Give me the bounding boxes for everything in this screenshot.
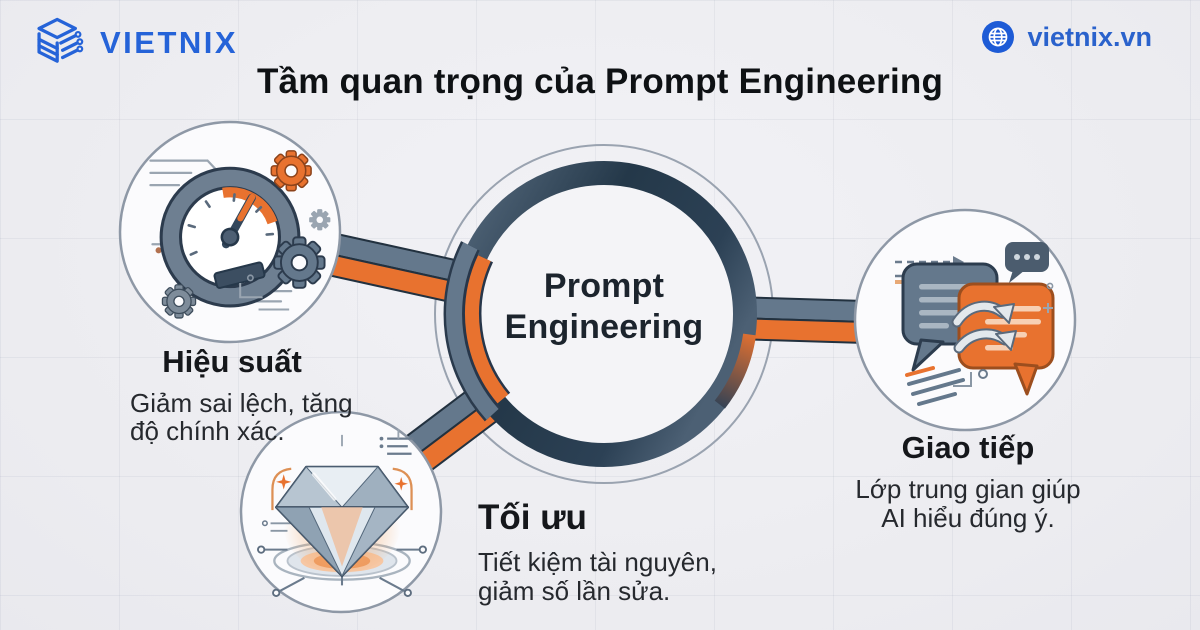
node-label-communication: Giao tiếp Lớp trung gian giúp AI hiểu đú…	[838, 430, 1098, 533]
speedometer-icon	[149, 150, 331, 319]
node-desc-optimization-line2: giảm số lần sửa.	[478, 576, 671, 606]
node-desc-communication-line2: AI hiểu đúng ý.	[881, 503, 1055, 533]
node-desc-optimization-line1: Tiết kiệm tài nguyên,	[478, 547, 717, 577]
website-link[interactable]: vietnix.vn	[981, 20, 1152, 54]
node-desc-performance-line1: Giảm sai lệch, tăng	[130, 388, 353, 418]
node-label-performance: Hiệu suất Giảm sai lệch, tăng độ chính x…	[130, 344, 353, 446]
header: VIETNIX vietnix.vn	[0, 0, 1200, 70]
hub-label-line1: Prompt	[543, 267, 665, 305]
node-title-performance: Hiệu suất	[162, 344, 302, 379]
hub-right-orange-accent	[714, 333, 757, 409]
node-desc-performance-line2: độ chính xác.	[130, 416, 285, 446]
chat-bubbles-icon	[895, 242, 1055, 406]
hub-face	[473, 183, 735, 445]
node-title-communication: Giao tiếp	[901, 430, 1035, 465]
brand-name: VIETNIX	[100, 25, 239, 60]
hub-label: Prompt Engineering	[469, 266, 739, 348]
node-label-optimization: Tối ưu Tiết kiệm tài nguyên, giảm số lần…	[478, 498, 758, 606]
website-url: vietnix.vn	[1027, 21, 1152, 52]
node-desc-communication-line1: Lớp trung gian giúp	[855, 474, 1081, 504]
diamond-icon	[257, 429, 427, 597]
hub-left-orange-arc-fill	[465, 255, 509, 404]
page-title: Tầm quan trọng của Prompt Engineering	[256, 62, 944, 101]
hub-left-gray-arc-fill	[446, 242, 499, 420]
brand-logo: VIETNIX	[30, 14, 238, 72]
stacked-layers-circuit-icon	[37, 17, 84, 63]
globe-icon	[982, 21, 1015, 53]
hub-label-line2: Engineering	[504, 307, 704, 346]
node-title-optimization: Tối ưu	[478, 498, 587, 537]
